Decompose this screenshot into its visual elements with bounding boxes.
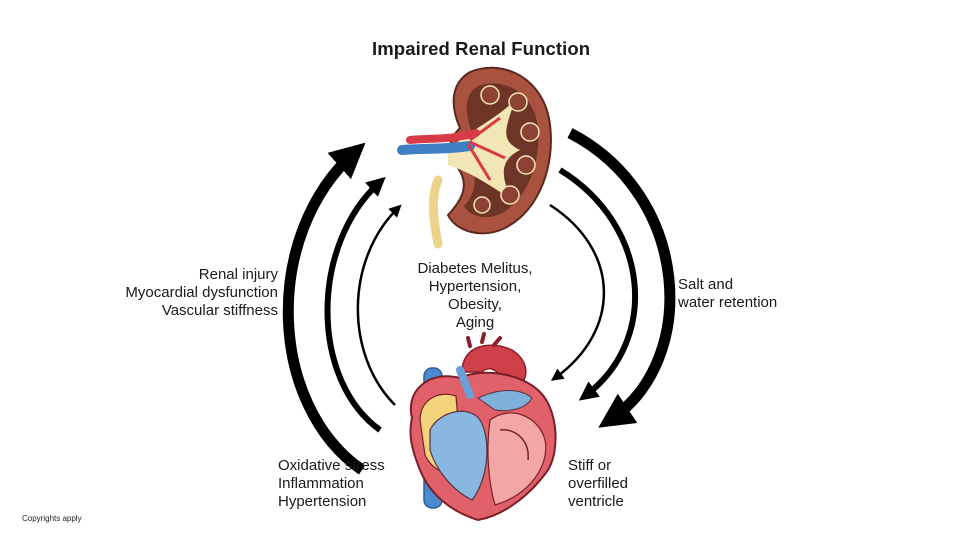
right-arrow-inner [549,203,606,381]
copyright-notice: Copyrights apply [22,514,82,523]
heart-illustration [409,332,557,522]
left-arrow-inner [356,204,402,406]
left-arrow-outer [282,142,366,475]
left-ventricle [487,412,547,506]
kidney-illustration [397,66,552,249]
left-factors-label: Renal injury Myocardial dysfunction Vasc… [125,266,278,319]
ureter [428,175,443,249]
right-arrow-outer [567,128,676,428]
risk-factors-label: Diabetes Melitus, Hypertension, Obesity,… [417,260,533,331]
aorta [461,344,527,381]
right-ventricle [429,410,488,501]
right-arrow-middle [558,167,639,401]
bottom-right-factors-label: Stiff or overfilled ventricle [568,457,629,510]
right-factors-label: Salt and water retention [678,276,778,311]
left-arrow-middle [324,176,386,433]
diagram-title: Impaired Renal Function [372,38,591,59]
renal-vein [397,141,475,155]
bottom-left-factors-label: Oxidative stress Inflammation Hypertensi… [278,457,385,510]
renal-artery [406,129,480,144]
